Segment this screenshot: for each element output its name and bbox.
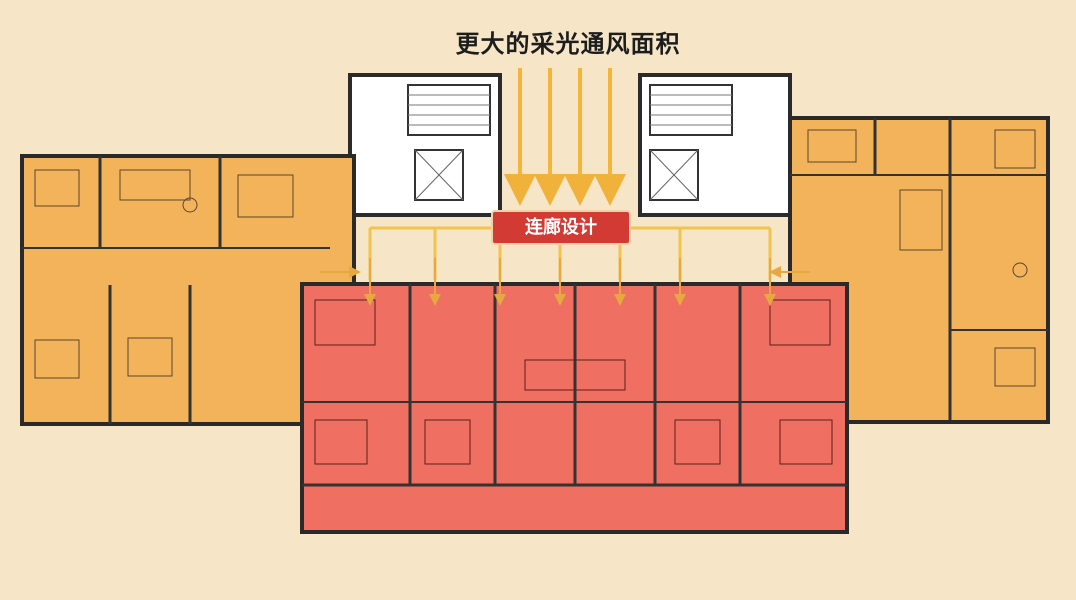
distribution-arrows [320, 258, 810, 306]
corridor-design-label: 连廊设计 [493, 212, 629, 243]
stair-core-right [638, 73, 792, 217]
left-unit [20, 154, 356, 426]
diagram-title: 更大的采光通风面积 [455, 30, 681, 58]
airflow-arrows [504, 68, 626, 206]
stair-core-left [348, 73, 502, 217]
center-units [300, 282, 849, 534]
